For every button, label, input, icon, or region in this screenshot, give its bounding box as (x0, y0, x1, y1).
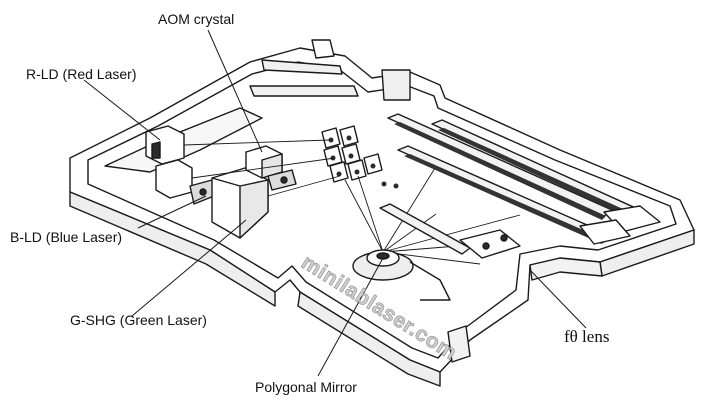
screw (393, 183, 399, 189)
beam (382, 159, 441, 253)
leader-r-ld (83, 79, 161, 141)
guide-bar-1 (249, 85, 359, 97)
mount-screw-1 (199, 188, 207, 196)
screw (346, 135, 352, 141)
beam (344, 179, 384, 253)
lens-rail-2-dark (438, 128, 634, 218)
lens-rail-1-dark (394, 122, 606, 220)
screw (381, 181, 387, 187)
leader-aom (207, 29, 263, 153)
mount-screw-2 (280, 176, 288, 184)
leader-lines (83, 29, 587, 377)
top-right-post (381, 69, 411, 101)
beam (183, 139, 331, 146)
screw (370, 163, 376, 169)
label-b-ld: B-LD (Blue Laser) (10, 229, 123, 245)
label-aom-crystal: AOM crystal (158, 11, 235, 27)
label-g-shg: G-SHG (Green Laser) (70, 312, 207, 328)
front-post (447, 325, 471, 363)
mirror-screws (328, 135, 399, 189)
beam (191, 157, 336, 179)
lens-end-block-2 (579, 219, 631, 245)
green-laser-top-edge (211, 177, 241, 187)
leader-polygon (317, 257, 384, 377)
mount-screw-4 (500, 234, 508, 242)
housing-lower-block (529, 257, 603, 281)
leader-b-ld (137, 195, 207, 229)
lens-rail-3-dark (404, 154, 606, 244)
screw (328, 137, 334, 143)
green-laser-side (239, 179, 269, 239)
label-polygonal-mirror: Polygonal Mirror (255, 379, 357, 395)
guide-bar-2 (261, 59, 343, 75)
beam (357, 175, 384, 253)
screw (336, 171, 342, 177)
screw (354, 169, 360, 175)
motor-bracket (409, 261, 451, 301)
leader-g-shg (131, 219, 247, 317)
beam (267, 175, 341, 197)
top-tab (311, 39, 335, 59)
red-laser-face (151, 141, 161, 159)
label-f-theta-lens: fθ lens (564, 327, 610, 346)
label-r-ld: R-LD (Red Laser) (26, 66, 137, 82)
beam (382, 214, 521, 253)
housing-front-wall-2 (297, 291, 441, 387)
blue-laser-block (155, 159, 193, 199)
screw (348, 153, 354, 159)
beam (382, 213, 437, 253)
mirror-cluster (321, 125, 383, 183)
mount-screw-3 (482, 242, 490, 250)
leader-ftheta (529, 269, 587, 329)
